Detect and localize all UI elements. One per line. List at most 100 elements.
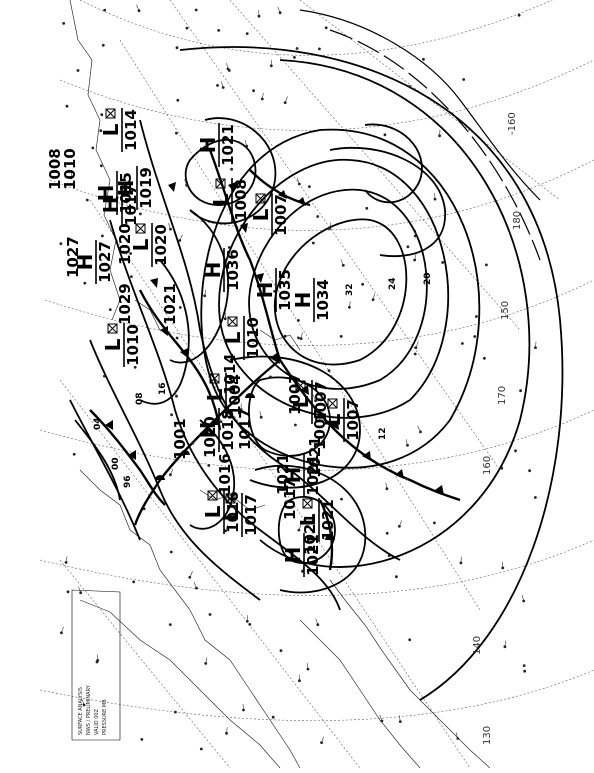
station-dot [77, 69, 80, 72]
station-dot [102, 44, 105, 47]
station-dot [294, 424, 297, 427]
center-pressure: 1020 [152, 224, 170, 266]
center-pressure: 1007 [344, 399, 362, 441]
longitude-label: 140 [472, 636, 483, 655]
station-dot [297, 319, 300, 322]
station-dot [408, 85, 411, 88]
legend-line-2: NWS / PRELIMINARY [86, 684, 92, 735]
isobar-label: 12 [378, 427, 388, 440]
wind-barb [416, 342, 418, 348]
station-dot [176, 337, 179, 340]
center-letter: L [101, 338, 125, 351]
pressure-value: 1021 [161, 283, 179, 325]
center-pressure: 1010 [244, 317, 262, 359]
station-dot [83, 282, 86, 285]
isobar-label: 24 [388, 277, 398, 290]
station-dot [473, 335, 476, 338]
center-pressure: 1019 [137, 167, 155, 209]
station-dot [207, 464, 210, 467]
pressure-value: 1007 [286, 373, 304, 415]
pressure-value: 1010 [61, 148, 79, 190]
station-dot [296, 47, 299, 50]
station-dot [519, 389, 522, 392]
station-dot [186, 27, 189, 30]
station-dot [340, 498, 343, 501]
longitude-label: 130 [482, 726, 493, 745]
station-dot [100, 164, 103, 167]
station-dot [523, 664, 526, 667]
wind-barb [278, 7, 280, 13]
station-dot [293, 56, 296, 59]
station-dot [384, 133, 387, 136]
center-letter: L [99, 123, 123, 136]
station-dot [209, 613, 212, 616]
pressure-value: 1007 [311, 408, 329, 450]
station-dot [103, 375, 106, 378]
station-dot [279, 11, 282, 14]
station-dot [328, 369, 331, 372]
station-dot [252, 89, 255, 92]
pressure-value: 1017 [236, 408, 254, 450]
station-dot [176, 99, 179, 102]
legend-line-1: SURFACE ANALYSIS [78, 687, 84, 735]
center-letter: L [201, 505, 225, 518]
station-dot [175, 132, 178, 135]
station-dot [395, 575, 398, 578]
low-cross-icon [136, 224, 145, 233]
station-dot [103, 9, 106, 12]
center-letter: H [291, 292, 315, 309]
station-dot [312, 242, 315, 245]
isobar-label: 08 [135, 392, 145, 405]
station-dot [284, 335, 287, 338]
longitude-label: 150 [500, 301, 511, 320]
station-dot [176, 46, 179, 49]
station-dot [433, 522, 436, 525]
station-dot [174, 711, 177, 714]
station-dot [195, 9, 198, 12]
center-pressure: 1007 [272, 194, 290, 236]
legend-line-4: PRESSURE MB [102, 699, 108, 735]
station-dot [441, 261, 444, 264]
station-dot [91, 147, 94, 150]
pressure-value: 1017 [281, 478, 299, 520]
center-pressure: 1014 [122, 109, 140, 151]
station-dot [308, 185, 311, 188]
station-dot [222, 86, 225, 89]
center-letter: H [196, 137, 220, 154]
station-dot [216, 84, 219, 87]
pressure-value: 1020 [201, 416, 219, 458]
station-dot [130, 275, 133, 278]
center-pressure: 1021 [219, 124, 237, 166]
pressure-value: 1029 [116, 283, 134, 325]
station-dot [217, 29, 220, 32]
station-dot [228, 69, 231, 72]
isobar-label: 96 [123, 475, 133, 488]
station-dot [100, 113, 103, 116]
station-dot [414, 353, 417, 356]
wind-barb [285, 97, 287, 103]
station-dot [386, 532, 389, 535]
isobar-label: 04 [93, 417, 103, 430]
station-dot [461, 342, 464, 345]
low-cross-icon [303, 499, 312, 508]
pressure-value: 1001 [171, 418, 189, 460]
longitude-label: 170 [497, 386, 508, 405]
station-dot [422, 58, 425, 61]
station-dot [200, 748, 203, 751]
wind-barb [78, 587, 80, 593]
station-dot [528, 469, 531, 472]
center-pressure: 1027 [96, 241, 114, 283]
station-dot [228, 246, 231, 249]
pressure-value: 1027 [64, 236, 82, 278]
isobar-label: 20 [423, 272, 433, 285]
station-dot [523, 670, 526, 673]
pressure-value: 1014 [221, 353, 239, 395]
station-dot [246, 32, 249, 35]
wind-barb [180, 235, 183, 241]
station-dot [170, 413, 173, 416]
low-cross-icon [106, 109, 115, 118]
